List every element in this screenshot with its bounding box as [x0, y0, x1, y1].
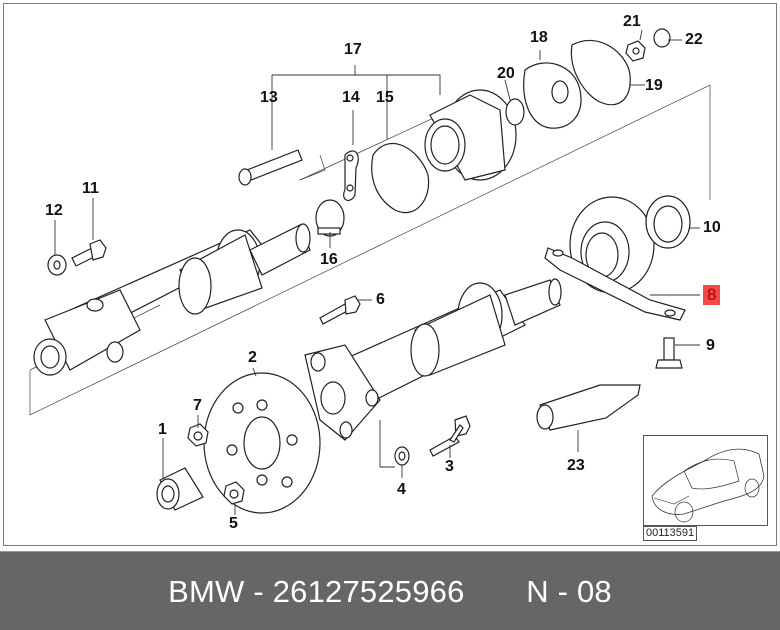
callout-9[interactable]: 9 [706, 337, 715, 354]
diagram-code: 00113591 [643, 526, 698, 541]
gasket [570, 39, 631, 106]
callout-17[interactable]: 17 [344, 41, 362, 58]
shim-ring [371, 142, 430, 214]
callout-5[interactable]: 5 [229, 515, 238, 532]
callout-13[interactable]: 13 [260, 89, 278, 106]
callout-4[interactable]: 4 [397, 481, 406, 498]
callout-2[interactable]: 2 [248, 349, 257, 366]
footer-bar: BMW - 26127525966 N - 08 [0, 551, 780, 630]
callout-1[interactable]: 1 [158, 421, 167, 438]
brand-label: BMW [168, 574, 245, 609]
callout-20[interactable]: 20 [497, 65, 515, 82]
callout-10[interactable]: 10 [703, 219, 721, 236]
car-outline-icon [651, 448, 765, 523]
callout-16[interactable]: 16 [320, 251, 338, 268]
rear-shaft [304, 278, 562, 441]
leader-lines [54, 29, 700, 515]
cv-joint-housing [424, 89, 517, 181]
callout-15[interactable]: 15 [376, 89, 394, 106]
bolt-13 [238, 149, 303, 186]
callout-7[interactable]: 7 [193, 397, 202, 414]
bush [156, 467, 204, 511]
callout-23[interactable]: 23 [567, 457, 585, 474]
grease-tube [536, 384, 641, 431]
callout-6[interactable]: 6 [376, 291, 385, 308]
nut-21 [625, 40, 646, 62]
callout-21[interactable]: 21 [623, 13, 641, 30]
front-shaft [33, 223, 311, 376]
separator: - [253, 574, 264, 609]
callout-18[interactable]: 18 [530, 29, 548, 46]
callout-14[interactable]: 14 [342, 89, 360, 106]
circlip [505, 98, 525, 126]
callout-12[interactable]: 12 [45, 202, 63, 219]
callout-3[interactable]: 3 [445, 458, 454, 475]
center-bearing [544, 196, 686, 321]
position-label: N - 08 [526, 574, 612, 609]
joint-cover [523, 62, 582, 129]
seal-ring [645, 195, 691, 249]
flex-disc [203, 372, 321, 514]
footer-part-info: BMW - 26127525966 N - 08 [0, 574, 780, 610]
bolt-11 [47, 239, 107, 276]
part-number: 26127525966 [272, 574, 465, 609]
exploded-parts-diagram [29, 28, 711, 515]
bolt-9 [655, 337, 683, 369]
lock-plate [343, 150, 359, 202]
callout-22[interactable]: 22 [685, 31, 703, 48]
vehicle-inset [643, 435, 768, 526]
callout-11[interactable]: 11 [82, 180, 99, 197]
snap-ring-22 [653, 28, 671, 48]
callout-8-highlighted[interactable]: 8 [703, 285, 721, 305]
bolts [319, 295, 471, 466]
hose-clamp [315, 199, 345, 237]
nuts [187, 423, 245, 505]
callout-19[interactable]: 19 [645, 77, 663, 94]
